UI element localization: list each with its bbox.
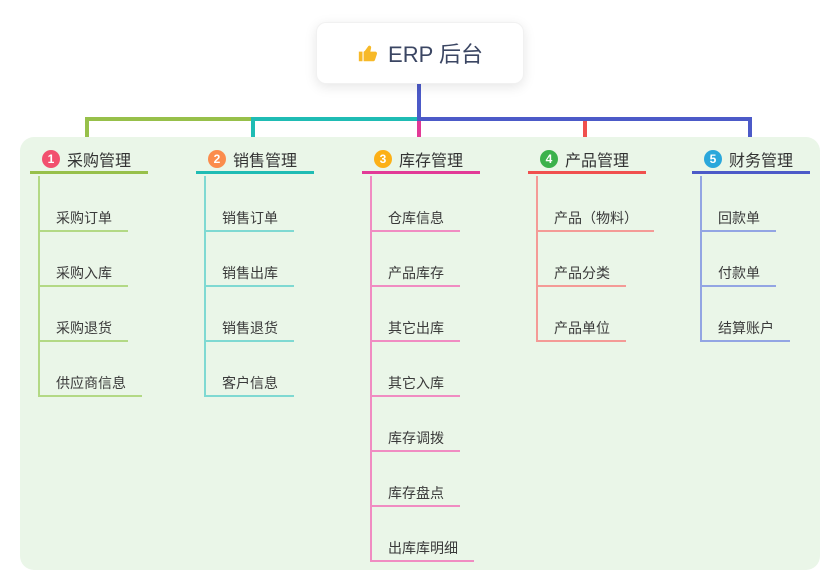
- branch-number-badge: 3: [374, 149, 392, 168]
- child-node[interactable]: 结算账户: [700, 314, 790, 342]
- branch-child-connector: [370, 176, 372, 560]
- branch-label: 财务管理: [729, 152, 794, 170]
- child-node[interactable]: 客户信息: [204, 369, 294, 397]
- connector-drop-sales: [251, 119, 255, 147]
- branch-node-finance[interactable]: 5 财务管理: [692, 146, 810, 174]
- child-node[interactable]: 销售订单: [204, 204, 294, 232]
- child-node[interactable]: 仓库信息: [370, 204, 460, 232]
- child-node[interactable]: 回款单: [700, 204, 776, 232]
- child-node[interactable]: 供应商信息: [38, 369, 142, 397]
- branch-label: 库存管理: [399, 152, 464, 170]
- connector-bus-left: [85, 117, 253, 121]
- branches-panel: [20, 137, 820, 570]
- child-node[interactable]: 产品（物料）: [536, 204, 654, 232]
- connector-bus-right: [417, 117, 752, 121]
- child-node[interactable]: 销售退货: [204, 314, 294, 342]
- child-node[interactable]: 产品单位: [536, 314, 626, 342]
- child-node[interactable]: 库存调拨: [370, 424, 460, 452]
- branch-label: 销售管理: [233, 152, 298, 170]
- connector-bus-mid: [251, 117, 419, 121]
- connector-drop-purchase: [85, 119, 89, 147]
- child-node[interactable]: 产品分类: [536, 259, 626, 287]
- root-label: ERP 后台: [388, 42, 483, 67]
- child-node[interactable]: 采购订单: [38, 204, 128, 232]
- child-node[interactable]: 库存盘点: [370, 479, 460, 507]
- branch-child-connector: [700, 176, 702, 340]
- branch-number-badge: 1: [42, 149, 60, 168]
- branch-node-product[interactable]: 4 产品管理: [528, 146, 646, 174]
- child-node[interactable]: 其它出库: [370, 314, 460, 342]
- thumbs-up-icon: [357, 42, 379, 64]
- child-node[interactable]: 付款单: [700, 259, 776, 287]
- branch-node-sales[interactable]: 2 销售管理: [196, 146, 314, 174]
- branch-node-purchase[interactable]: 1 采购管理: [30, 146, 148, 174]
- branch-number-badge: 4: [540, 149, 558, 168]
- child-node[interactable]: 销售出库: [204, 259, 294, 287]
- branch-node-inventory[interactable]: 3 库存管理: [362, 146, 480, 174]
- branch-label: 采购管理: [67, 152, 132, 170]
- branch-child-connector: [536, 176, 538, 340]
- child-node[interactable]: 产品库存: [370, 259, 460, 287]
- child-node[interactable]: 采购退货: [38, 314, 128, 342]
- connector-root-drop: [417, 82, 421, 119]
- connector-drop-inventory: [417, 119, 421, 147]
- child-node[interactable]: 出库库明细: [370, 534, 474, 562]
- branch-number-badge: 2: [208, 149, 226, 168]
- child-node[interactable]: 其它入库: [370, 369, 460, 397]
- connector-drop-finance: [748, 119, 752, 147]
- branch-number-badge: 5: [704, 149, 722, 168]
- root-node[interactable]: ERP 后台: [316, 22, 524, 84]
- child-node[interactable]: 采购入库: [38, 259, 128, 287]
- branch-label: 产品管理: [565, 152, 630, 170]
- connector-drop-product: [583, 119, 587, 147]
